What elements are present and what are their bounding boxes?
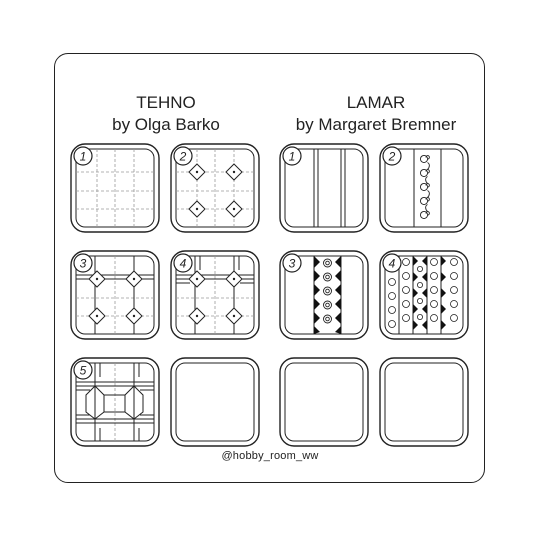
tehno-step-1-tile: 1 [70,143,160,233]
tehno-step-3-tile: 3 [70,250,160,340]
tehno-pattern-name: TEHNO [136,93,196,112]
lamar-step-4-number: 4 [389,257,396,271]
tehno-step-1-number: 1 [80,150,87,164]
tehno-step-5-tile: 5 [70,357,160,447]
author-handle: @hobby_room_ww [221,450,319,462]
lamar-step-3-tile: 3 [279,250,369,340]
tehno-step-4-tile: 4 [170,250,260,340]
tehno-step-5-number: 5 [80,364,87,378]
lamar-step-2-tile: 2 [379,143,469,233]
tehno-author: by Olga Barko [112,115,220,134]
lamar-step-4-tile: 4 [379,250,469,340]
lamar-step-2-number: 2 [388,150,396,164]
tehno-step-3-number: 3 [80,257,87,271]
lamar-step-1-tile: 1 [279,143,369,233]
tehno-step-2-number: 2 [179,150,187,164]
blank-tile-2 [279,357,369,447]
blank-tile-3 [379,357,469,447]
lamar-title: LAMAR by Margaret Bremner [272,92,480,136]
lamar-author: by Margaret Bremner [295,115,457,134]
tehno-title: TEHNO by Olga Barko [96,92,236,136]
lamar-step-3-number: 3 [289,257,296,271]
tehno-step-4-number: 4 [180,257,187,271]
lamar-step-1-number: 1 [289,150,296,164]
tehno-step-2-tile: 2 [170,143,260,233]
blank-tile-1 [170,357,260,447]
lamar-pattern-name: LAMAR [346,93,406,112]
